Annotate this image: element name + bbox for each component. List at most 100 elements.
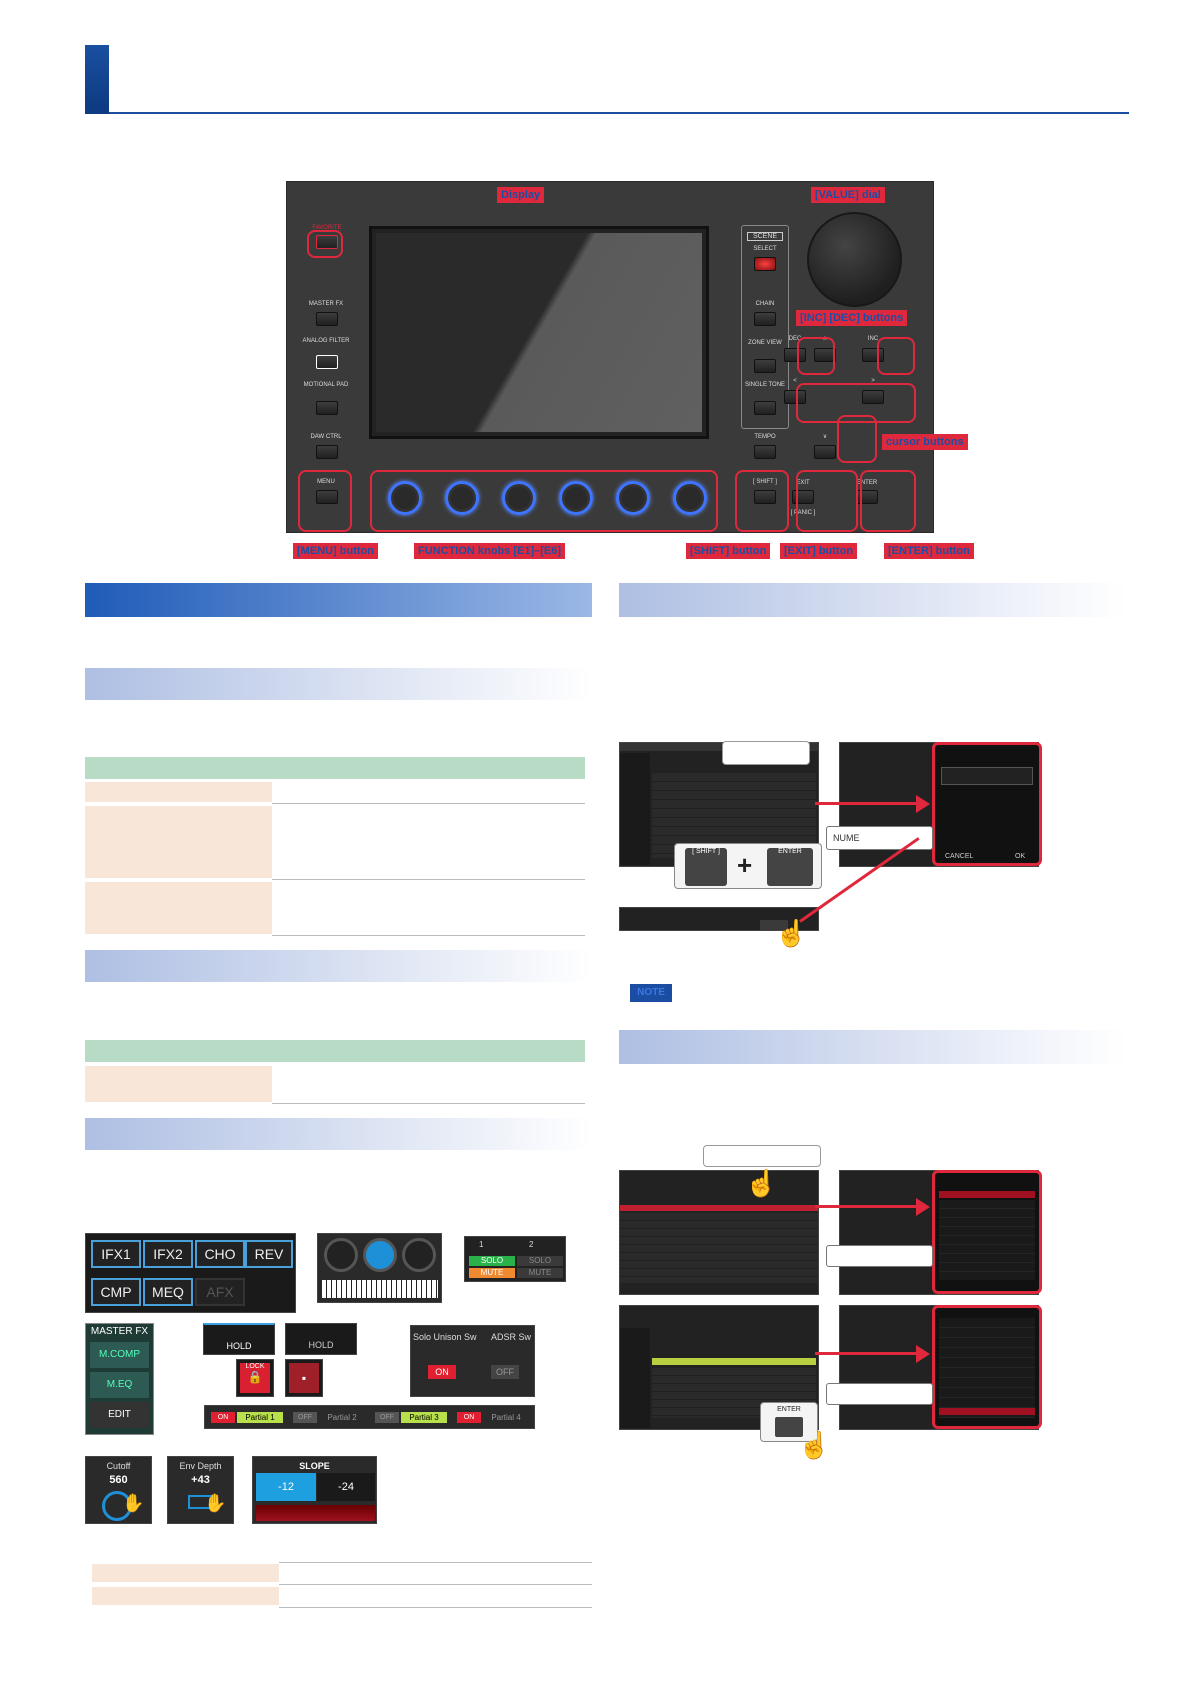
function-knobs-highlight xyxy=(370,470,718,532)
pad-circle-2[interactable] xyxy=(363,1238,397,1272)
afx-button[interactable]: AFX xyxy=(195,1278,245,1306)
env-depth-label: Env Depth xyxy=(179,1461,222,1471)
value-dial[interactable] xyxy=(807,212,902,307)
partial-1-switch[interactable]: ON xyxy=(211,1412,235,1423)
master-fx-label: MASTER FX xyxy=(308,301,344,307)
keyboard-graphic xyxy=(322,1280,438,1298)
hold-on-button[interactable]: HOLD xyxy=(203,1323,275,1355)
keypad-ok[interactable]: OK xyxy=(1015,853,1026,860)
adsr-off-button[interactable]: OFF xyxy=(491,1365,519,1379)
function-knob-e3[interactable] xyxy=(502,481,536,515)
favorite-button[interactable] xyxy=(316,235,338,249)
speech-bubble-2 xyxy=(703,1145,821,1167)
function-knob-e2[interactable] xyxy=(445,481,479,515)
motional-pad-button[interactable] xyxy=(316,401,338,415)
m-comp-button[interactable]: M.COMP xyxy=(90,1342,149,1368)
cursor-left-button[interactable] xyxy=(784,390,806,404)
numeric-softkey[interactable] xyxy=(760,920,788,930)
chain-button[interactable] xyxy=(754,312,776,326)
analog-filter-button[interactable] xyxy=(316,355,338,369)
scene-group xyxy=(741,225,789,429)
fx-buttons-panel: IFX1 IFX2 CHO REV CMP MEQ AFX xyxy=(85,1233,296,1313)
zone-view-button[interactable] xyxy=(754,359,776,373)
mute-off-button[interactable]: MUTE xyxy=(517,1268,563,1278)
function-knob-e5[interactable] xyxy=(616,481,650,515)
table3-rule-top xyxy=(279,1562,592,1563)
solo-mute-panel: 1 2 SOLO MUTE SOLO MUTE xyxy=(464,1236,566,1282)
slope-24-button[interactable]: -24 xyxy=(317,1473,375,1501)
table1-cell-1 xyxy=(85,782,272,802)
menu-button[interactable] xyxy=(316,490,338,504)
ifx2-button[interactable]: IFX2 xyxy=(143,1240,193,1268)
mute-on-button[interactable]: MUTE xyxy=(469,1268,515,1278)
tone-list-rows xyxy=(620,1213,818,1283)
numeric-value-field[interactable] xyxy=(941,767,1033,785)
list-callout-2 xyxy=(826,1383,933,1405)
edit-button[interactable]: EDIT xyxy=(90,1402,149,1428)
cmp-button[interactable]: CMP xyxy=(91,1278,141,1306)
rev-button[interactable]: REV xyxy=(245,1240,293,1268)
solo-unison-on-button[interactable]: ON xyxy=(428,1365,456,1379)
lock-off-button[interactable]: ▪ xyxy=(289,1363,319,1393)
function-knob-e4[interactable] xyxy=(559,481,593,515)
single-tone-button[interactable] xyxy=(754,401,776,415)
slope-param: SLOPE -12 -24 xyxy=(252,1456,377,1524)
cursor-down-button[interactable] xyxy=(814,445,836,459)
hand-pointer-icon-5: ☝ xyxy=(798,1430,831,1460)
tempo-button[interactable] xyxy=(754,445,776,459)
callout-menu: [MENU] button xyxy=(293,543,378,559)
pad-circle-1[interactable] xyxy=(324,1238,358,1272)
title-underline xyxy=(109,112,1129,114)
partial-4-switch[interactable]: ON xyxy=(457,1412,481,1423)
env-depth-param[interactable]: Env Depth +43 ✋ xyxy=(167,1456,234,1524)
partial-4-label: Partial 4 xyxy=(491,1413,521,1422)
cutoff-param[interactable]: Cutoff 560 ✋ xyxy=(85,1456,152,1524)
pad-circle-3[interactable] xyxy=(402,1238,436,1272)
partial-2-switch[interactable]: OFF xyxy=(293,1412,317,1423)
meq-button[interactable]: MEQ xyxy=(143,1278,193,1306)
enter-key-graphic: ENTER xyxy=(760,1402,818,1442)
hold-off-button[interactable]: HOLD xyxy=(285,1323,357,1355)
right-section-header-2 xyxy=(619,1030,1126,1064)
scene-select-button[interactable] xyxy=(754,257,776,271)
callout-value-dial: [VALUE] dial xyxy=(811,187,885,203)
master-fx-button[interactable] xyxy=(316,312,338,326)
keypad-cancel[interactable]: CANCEL xyxy=(945,853,974,860)
partial-3-switch[interactable]: OFF xyxy=(375,1412,399,1423)
shift-label: [ SHIFT ] xyxy=(753,479,777,485)
section-header-left xyxy=(85,583,592,617)
scene-label: SCENE xyxy=(747,232,783,241)
value-rows xyxy=(939,1318,1035,1418)
cutoff-label: Cutoff xyxy=(106,1461,131,1471)
zone-1-number: 1 xyxy=(479,1240,484,1249)
function-knob-e6[interactable] xyxy=(673,481,707,515)
list-callout-1 xyxy=(826,1245,933,1267)
cho-button[interactable]: CHO xyxy=(195,1240,245,1268)
cursor-highlight-horizontal xyxy=(796,383,916,423)
cursor-right-button[interactable] xyxy=(862,390,884,404)
solo-off-button[interactable]: SOLO xyxy=(517,1256,563,1266)
hand-pointer-icon-2: ✋ xyxy=(204,1493,227,1513)
ifx1-button[interactable]: IFX1 xyxy=(91,1240,141,1268)
adsr-sw-label: ADSR Sw xyxy=(491,1332,532,1342)
cutoff-knob[interactable] xyxy=(102,1491,132,1521)
cursor-up-button[interactable] xyxy=(814,348,836,362)
zone-edit-sidebar xyxy=(620,753,650,865)
solo-on-button[interactable]: SOLO xyxy=(469,1256,515,1266)
category-selected xyxy=(939,1191,1035,1198)
m-eq-button[interactable]: M.EQ xyxy=(90,1372,149,1398)
function-knob-e1[interactable] xyxy=(388,481,422,515)
hand-pointer-icon-4: ☝ xyxy=(745,1168,778,1198)
category-rows xyxy=(939,1200,1035,1280)
env-depth-slider[interactable] xyxy=(188,1495,212,1509)
lock-on-button[interactable]: LOCK🔒 xyxy=(240,1363,270,1393)
offset-bar xyxy=(619,907,819,931)
table3-rule-1 xyxy=(279,1584,592,1585)
callout-enter: [ENTER] button xyxy=(884,543,974,559)
enter-highlight xyxy=(860,470,916,532)
slope-12-button[interactable]: -12 xyxy=(256,1473,316,1501)
shift-button[interactable] xyxy=(754,490,776,504)
subsection-header-2 xyxy=(85,950,592,982)
daw-ctrl-button[interactable] xyxy=(316,445,338,459)
dec-button[interactable] xyxy=(784,348,806,362)
